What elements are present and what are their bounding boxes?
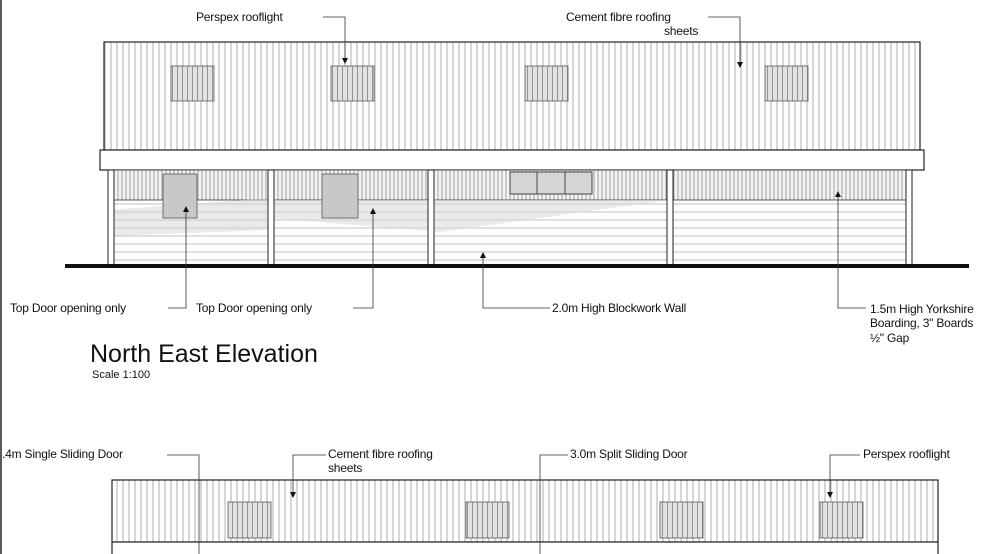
rooflight — [524, 65, 569, 102]
rooflight — [819, 501, 864, 539]
cement-fibre-label-line2: sheets — [328, 461, 363, 475]
yorkshire-boarding-label-line2: Boarding, 3" Boards — [870, 316, 974, 330]
top-door-label-2: Top Door opening only — [196, 301, 312, 315]
rooflight — [227, 501, 272, 539]
blockwork-wall-label: 2.0m High Blockwork Wall — [552, 301, 687, 315]
cement-fibre-label-line2: sheets — [664, 24, 699, 38]
fascia-board — [99, 149, 925, 171]
top-door-label-1: Top Door opening only — [10, 301, 126, 315]
rooflight — [659, 501, 704, 539]
ground-line — [65, 264, 969, 268]
perspex-rooflight-label: Perspex rooflight — [196, 10, 283, 24]
perspex-rooflight-label: Perspex rooflight — [863, 447, 950, 461]
split-sliding-door-label: 3.0m Split Sliding Door — [570, 447, 688, 461]
rooflight — [170, 65, 215, 102]
window — [509, 171, 593, 195]
top-door-opening — [321, 173, 359, 219]
elevation-title: North East Elevation — [90, 340, 318, 368]
rooflight — [465, 501, 510, 539]
elevation-scale: Scale 1:100 — [92, 369, 151, 381]
yorkshire-boarding-label-line1: 1.5m High Yorkshire — [870, 302, 974, 316]
second-elevation — [111, 454, 939, 554]
cement-fibre-label-line1: Cement fibre roofing — [566, 10, 671, 24]
single-sliding-door-label: .4m Single Sliding Door — [2, 447, 123, 461]
rooflight — [330, 65, 375, 102]
north-east-elevation — [65, 16, 969, 309]
posts — [107, 169, 913, 267]
leader-lines — [167, 454, 860, 554]
leader-lines — [168, 16, 866, 309]
top-door-opening — [162, 173, 198, 219]
cement-fibre-label-line1: Cement fibre roofing — [328, 447, 433, 461]
yorkshire-boarding-label-line3: ½" Gap — [870, 331, 910, 345]
fascia-board — [111, 541, 939, 554]
rooflight — [764, 65, 809, 102]
